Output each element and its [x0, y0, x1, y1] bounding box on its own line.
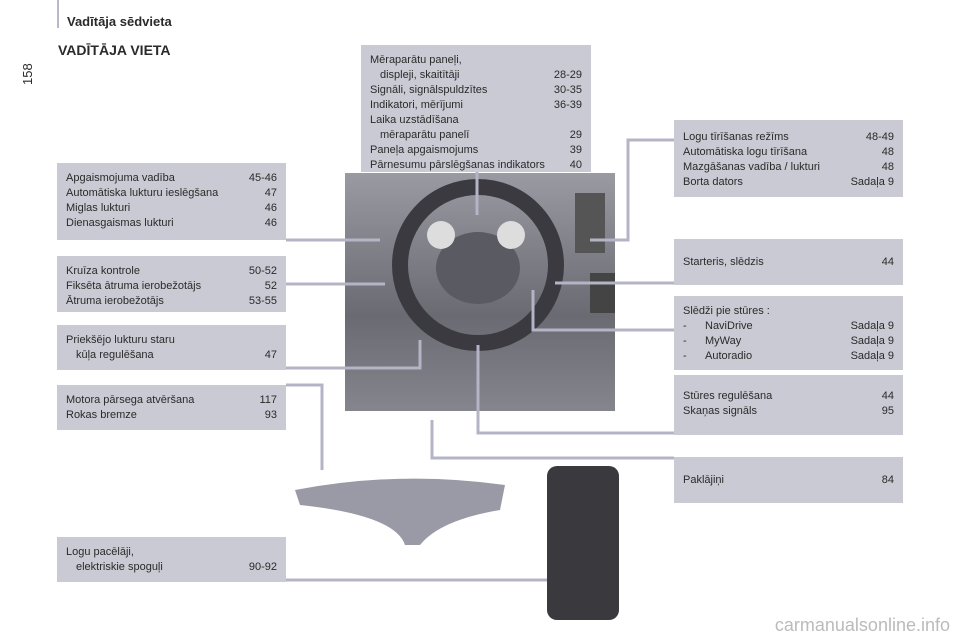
section-title: Vadītāja sēdvieta: [67, 14, 172, 29]
dashboard-photo: [345, 173, 615, 411]
window-switch-illustration: [547, 466, 619, 620]
handbrake-illustration: [295, 478, 505, 545]
page-number: 158: [20, 63, 35, 85]
page-title: VADĪTĀJA VIETA: [58, 42, 171, 58]
header-bar: [57, 0, 59, 28]
steering-wheel-illustration: [392, 179, 615, 351]
watermark: carmanualsonline.info: [774, 615, 950, 635]
